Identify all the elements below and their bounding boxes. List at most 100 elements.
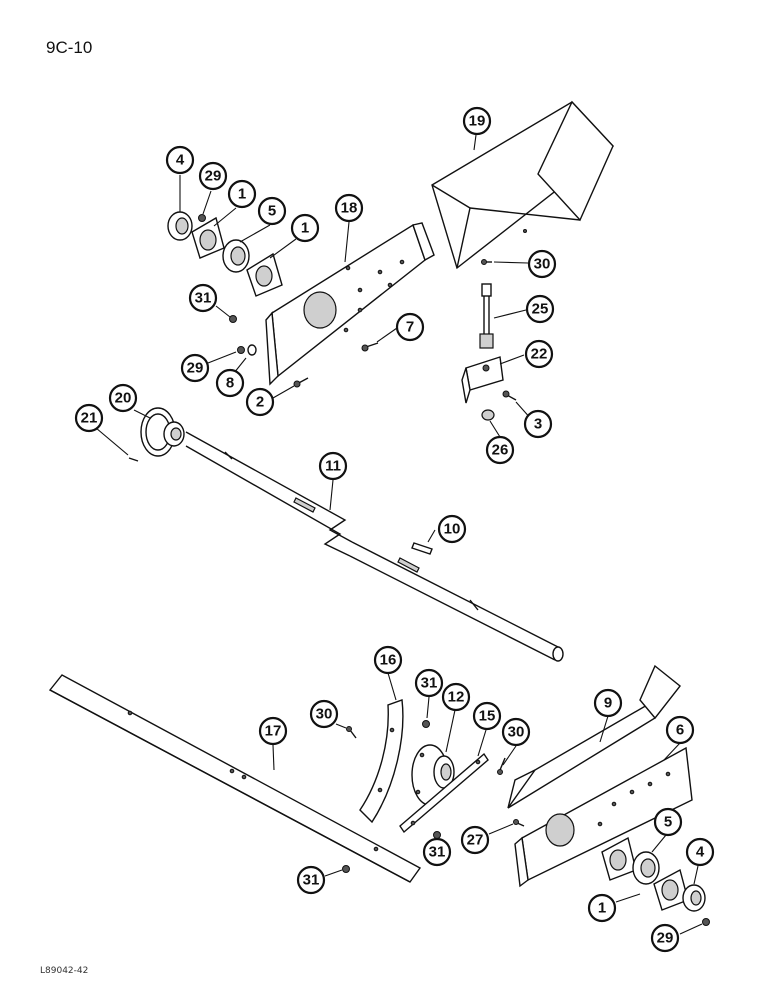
part-7-bolt [361, 342, 379, 352]
callout-6: 6 [665, 715, 695, 745]
part-10-key [411, 542, 433, 555]
callout-label: 7 [406, 319, 414, 336]
callout-label: 11 [325, 458, 341, 475]
part-31-nut [342, 865, 350, 873]
callout-label: 31 [303, 872, 320, 889]
part-30-screw [497, 757, 506, 775]
callout-9: 9 [593, 688, 623, 718]
callout-2: 2 [245, 387, 275, 417]
part-26-nut [481, 409, 495, 421]
callout-18: 18 [334, 193, 364, 223]
part-19-shield [431, 100, 615, 270]
callout-31: 31 [414, 668, 444, 698]
callout-label: 31 [421, 675, 438, 692]
callout-29: 29 [650, 923, 680, 953]
part-16-plate [359, 699, 404, 824]
part-6-side-plate [514, 746, 693, 888]
callout-label: 31 [195, 290, 212, 307]
part-31-nut [422, 720, 430, 728]
callout-22: 22 [524, 339, 554, 369]
part-5-bearing [632, 851, 660, 885]
callout-19: 19 [462, 106, 492, 136]
callout-label: 31 [429, 844, 446, 861]
part-25-sensor [479, 283, 494, 349]
part-9-shield [507, 664, 681, 809]
callout-29: 29 [180, 353, 210, 383]
part-15-strap [399, 752, 489, 834]
part-18-side-plate [265, 222, 435, 386]
callout-10: 10 [437, 514, 467, 544]
part-29-nut [702, 918, 710, 926]
callout-31: 31 [422, 837, 452, 867]
callout-label: 29 [205, 168, 222, 185]
callout-label: 17 [265, 723, 282, 740]
callout-1: 1 [587, 893, 617, 923]
part-1-flange [653, 868, 689, 911]
callout-label: 4 [176, 152, 185, 169]
part-11-shaft [185, 431, 564, 662]
callout-31: 31 [188, 283, 218, 313]
part-4-bearing-collar [167, 211, 193, 241]
callout-11: 11 [318, 451, 348, 481]
callout-25: 25 [525, 294, 555, 324]
callout-7: 7 [395, 312, 425, 342]
part-21-set-screw [128, 457, 139, 462]
callout-4: 4 [685, 837, 715, 867]
part-20-sprocket [140, 407, 185, 457]
part-3-bolt [502, 390, 517, 401]
callout-27: 27 [460, 825, 490, 855]
part-1-flange [246, 252, 283, 297]
callout-26: 26 [485, 435, 515, 465]
callout-5: 5 [257, 196, 287, 226]
callout-31: 31 [296, 865, 326, 895]
callout-label: 1 [598, 900, 606, 917]
figure-code: L89042-42 [40, 966, 89, 976]
callout-label: 30 [316, 706, 333, 723]
part-22-bracket [461, 356, 504, 404]
callout-30: 30 [309, 699, 339, 729]
callout-label: 5 [268, 203, 276, 220]
callout-label: 29 [657, 930, 674, 947]
callout-label: 26 [492, 442, 509, 459]
callout-1: 1 [290, 213, 320, 243]
callout-12: 12 [441, 682, 471, 712]
part-12-hub [411, 744, 455, 806]
callout-3: 3 [523, 409, 553, 439]
callout-1: 1 [227, 179, 257, 209]
part-31-nut [433, 831, 441, 839]
callout-label: 27 [467, 832, 484, 849]
part-30-screw [481, 259, 492, 265]
callout-label: 16 [380, 652, 397, 669]
callout-label: 15 [479, 708, 496, 725]
callout-30: 30 [501, 717, 531, 747]
callout-label: 30 [508, 724, 525, 741]
callout-label: 2 [256, 394, 264, 411]
callout-label: 3 [534, 416, 542, 433]
callout-label: 6 [676, 722, 684, 739]
callout-17: 17 [258, 716, 288, 746]
callout-16: 16 [373, 645, 403, 675]
part-30-screw [346, 726, 357, 739]
leader-lines [95, 134, 703, 935]
part-2-bolt [293, 377, 309, 388]
callout-label: 10 [444, 521, 461, 538]
part-1-flange [191, 216, 225, 259]
callout-label: 4 [696, 844, 705, 861]
page-number: 9C-10 [46, 38, 93, 57]
callout-8: 8 [215, 368, 245, 398]
callout-15: 15 [472, 701, 502, 731]
callout-label: 18 [341, 200, 358, 217]
callout-label: 22 [531, 346, 548, 363]
part-31-nut [229, 315, 237, 323]
callout-label: 21 [81, 410, 98, 427]
part-17-bar [48, 674, 422, 883]
callout-21: 21 [74, 403, 104, 433]
callout-label: 12 [448, 689, 465, 706]
part-27-bolt [513, 819, 525, 827]
callout-label: 25 [532, 301, 549, 318]
part-1-flange [601, 836, 637, 881]
callout-4: 4 [165, 145, 195, 175]
callout-5: 5 [653, 807, 683, 837]
callout-30: 30 [527, 249, 557, 279]
